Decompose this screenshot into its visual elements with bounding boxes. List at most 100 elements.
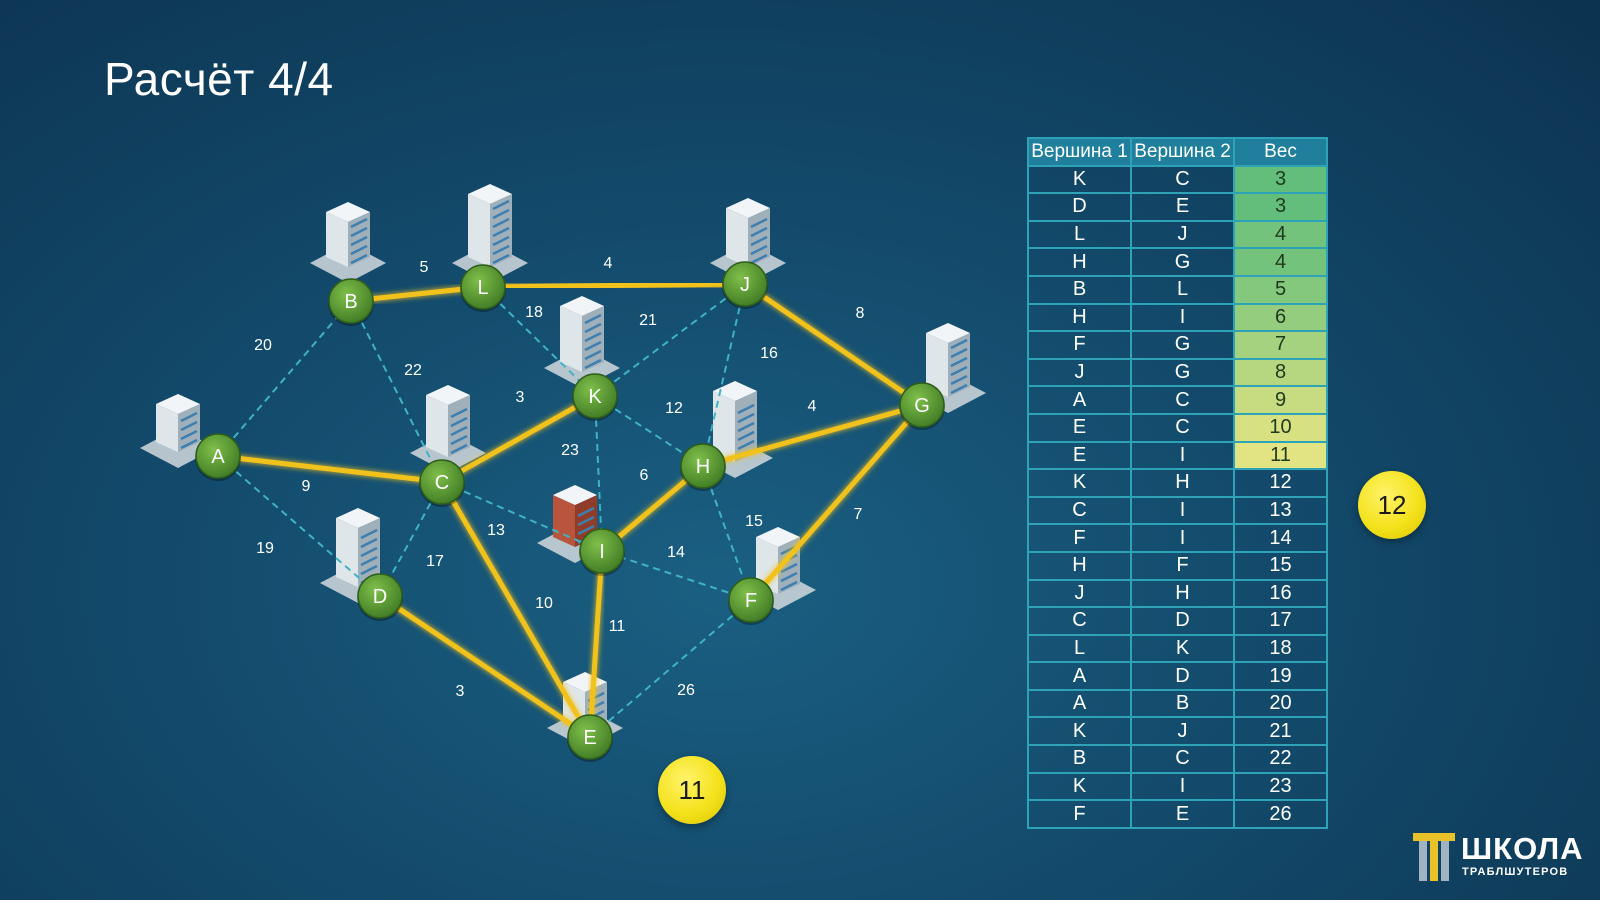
cell-vertex1: K	[1027, 716, 1132, 747]
node-C: C	[419, 459, 465, 507]
edge-A-B	[217, 300, 352, 457]
cell-vertex2: G	[1130, 357, 1235, 388]
edge-weight-label-F-I: 14	[667, 544, 685, 561]
edge-weight-label-E-C: 10	[535, 595, 553, 612]
node-label: A	[211, 446, 225, 468]
node-label: D	[373, 586, 387, 608]
node-K: K	[572, 373, 618, 421]
edge-K-H	[594, 395, 704, 467]
node-label: L	[477, 277, 488, 299]
cell-vertex1: D	[1027, 192, 1132, 222]
cell-vertex2: F	[1130, 550, 1235, 581]
page-title: Расчёт 4/4	[104, 53, 334, 105]
cell-vertex1: A	[1027, 688, 1132, 719]
edge-weight-label-L-K: 18	[525, 304, 543, 321]
cell-vertex2: I	[1130, 771, 1235, 802]
edge-weight-label-H-I: 6	[640, 467, 649, 484]
cell-vertex1: E	[1027, 440, 1132, 471]
node-J: J	[722, 261, 768, 309]
edge-C-I	[441, 481, 603, 552]
logo-title: ШКОЛА	[1461, 831, 1584, 866]
edge-L-J	[482, 281, 746, 290]
building-icon	[544, 296, 620, 388]
cell-vertex1: A	[1027, 385, 1132, 415]
cell-weight: 23	[1233, 771, 1328, 802]
cell-weight: 22	[1233, 744, 1328, 774]
column-header-vertex2: Вершина 2	[1130, 137, 1235, 167]
cell-weight: 3	[1233, 164, 1328, 195]
node-H: H	[680, 443, 726, 491]
edge-H-G	[702, 402, 923, 469]
node-label: J	[740, 274, 750, 296]
edge-weight-label-A-D: 19	[256, 540, 274, 557]
cell-vertex2: C	[1130, 744, 1235, 774]
edge-weight-label-L-J: 4	[604, 255, 613, 272]
cell-weight: 20	[1233, 688, 1328, 719]
cell-weight: 5	[1233, 274, 1328, 305]
cell-vertex1: K	[1027, 468, 1132, 498]
cell-vertex1: F	[1027, 330, 1132, 360]
logo-subtitle: ТРАБЛШУТЕРОВ	[1462, 866, 1569, 878]
cell-vertex2: L	[1130, 274, 1235, 305]
cell-vertex2: I	[1130, 523, 1235, 553]
cell-vertex1: E	[1027, 412, 1132, 443]
cell-vertex1: J	[1027, 578, 1132, 609]
cell-vertex1: K	[1027, 164, 1132, 195]
node-label: B	[344, 291, 357, 313]
cell-vertex1: H	[1027, 247, 1132, 277]
edge-E-C	[439, 480, 593, 739]
cell-weight: 10	[1233, 412, 1328, 443]
graph-step-badge: 11	[658, 756, 726, 824]
cell-vertex1: C	[1027, 606, 1132, 636]
node-F: F	[728, 577, 774, 625]
cell-weight: 15	[1233, 550, 1328, 581]
cell-vertex1: L	[1027, 633, 1132, 664]
cell-vertex1: L	[1027, 219, 1132, 250]
cell-vertex1: F	[1027, 523, 1132, 553]
cell-vertex1: J	[1027, 357, 1132, 388]
node-B: B	[328, 278, 374, 326]
cell-weight: 7	[1233, 330, 1328, 360]
edge-F-G	[749, 403, 924, 602]
cell-vertex2: J	[1130, 716, 1235, 747]
cell-weight: 6	[1233, 302, 1328, 333]
cell-vertex2: B	[1130, 688, 1235, 719]
cell-weight: 14	[1233, 523, 1328, 553]
edge-weight-label-B-L: 5	[420, 259, 429, 276]
node-E: E	[567, 714, 613, 762]
edge-L-K	[482, 286, 596, 397]
edge-weight-label-D-E: 3	[456, 683, 465, 700]
cell-vertex1: K	[1027, 771, 1132, 802]
building-icon	[310, 202, 386, 283]
node-label: H	[696, 456, 710, 478]
node-I: I	[579, 528, 625, 576]
edge-B-C	[350, 300, 443, 483]
cell-weight: 26	[1233, 799, 1328, 829]
edge-weight-label-F-G: 7	[854, 506, 863, 523]
cell-vertex2: H	[1130, 578, 1235, 609]
edge-F-I	[601, 550, 752, 601]
building-icon	[410, 385, 486, 473]
edge-weight-label-K-H: 12	[665, 400, 683, 417]
edge-K-J	[594, 283, 746, 397]
cell-weight: 9	[1233, 385, 1328, 415]
table-step-badge: 12	[1358, 471, 1426, 539]
edge-weight-label-B-C: 22	[404, 362, 422, 379]
column-header-vertex1: Вершина 1	[1027, 137, 1132, 167]
edge-J-G	[743, 281, 924, 408]
edge-weight-label-J-G: 8	[856, 305, 865, 322]
node-label: K	[588, 386, 602, 408]
